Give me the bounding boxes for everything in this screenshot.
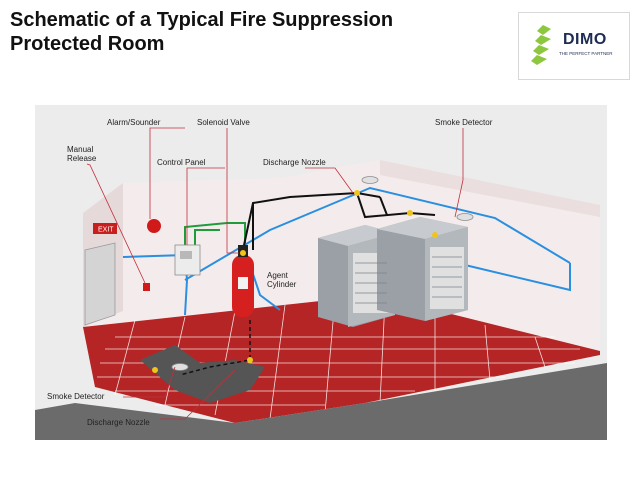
discharge-nozzles bbox=[152, 190, 438, 373]
label-control-panel: Control Panel bbox=[157, 158, 206, 167]
subfloor-base bbox=[35, 363, 607, 440]
exit-sign bbox=[93, 223, 117, 234]
discharge-piping bbox=[242, 191, 436, 251]
server-cabinets bbox=[318, 217, 468, 327]
leader-lines bbox=[86, 127, 464, 420]
dimo-logo: DIMO THE PERFECT PARTNER bbox=[518, 12, 630, 80]
leaf-logo-icon bbox=[531, 25, 551, 65]
label-agent-cylinder-line1: Agent bbox=[267, 271, 289, 280]
manual-release bbox=[143, 283, 150, 291]
label-manual-release-line1: Manual bbox=[67, 145, 93, 154]
label-agent-cylinder-line2: Cylinder bbox=[267, 280, 297, 289]
exit-sign-text: EXIT bbox=[98, 227, 114, 234]
label-smoke-detector-top: Smoke Detector bbox=[435, 118, 493, 127]
title-line-1: Schematic of a Typical Fire Suppression bbox=[10, 9, 394, 31]
solenoid-valve bbox=[240, 250, 246, 256]
alarm-sounder bbox=[147, 219, 161, 233]
cylinder-label-plate bbox=[238, 277, 248, 289]
fire-suppression-diagram: EXIT bbox=[35, 105, 607, 440]
raised-floor-void bbox=[140, 345, 265, 403]
logo-brand: DIMO bbox=[563, 31, 607, 48]
label-smoke-detector-bottom: Smoke Detector bbox=[47, 392, 105, 401]
cabinet-vent-grilles bbox=[355, 256, 462, 304]
control-panel bbox=[174, 244, 201, 276]
label-manual-release-line2: Release bbox=[67, 154, 97, 163]
wall-top-edge bbox=[380, 160, 600, 217]
label-solenoid-valve: Solenoid Valve bbox=[197, 118, 250, 127]
logo-tagline: THE PERFECT PARTNER bbox=[559, 51, 613, 56]
label-discharge-nozzle-bottom: Discharge Nozzle bbox=[87, 418, 150, 427]
title-line-2: Protected Room bbox=[10, 33, 165, 55]
exit-door bbox=[84, 242, 116, 326]
label-discharge-nozzle-top: Discharge Nozzle bbox=[263, 158, 326, 167]
control-panel-display bbox=[180, 251, 192, 259]
label-alarm-sounder: Alarm/Sounder bbox=[107, 118, 161, 127]
page-title: Schematic of a Typical Fire Suppression … bbox=[10, 8, 393, 56]
smoke-detectors bbox=[171, 176, 474, 371]
